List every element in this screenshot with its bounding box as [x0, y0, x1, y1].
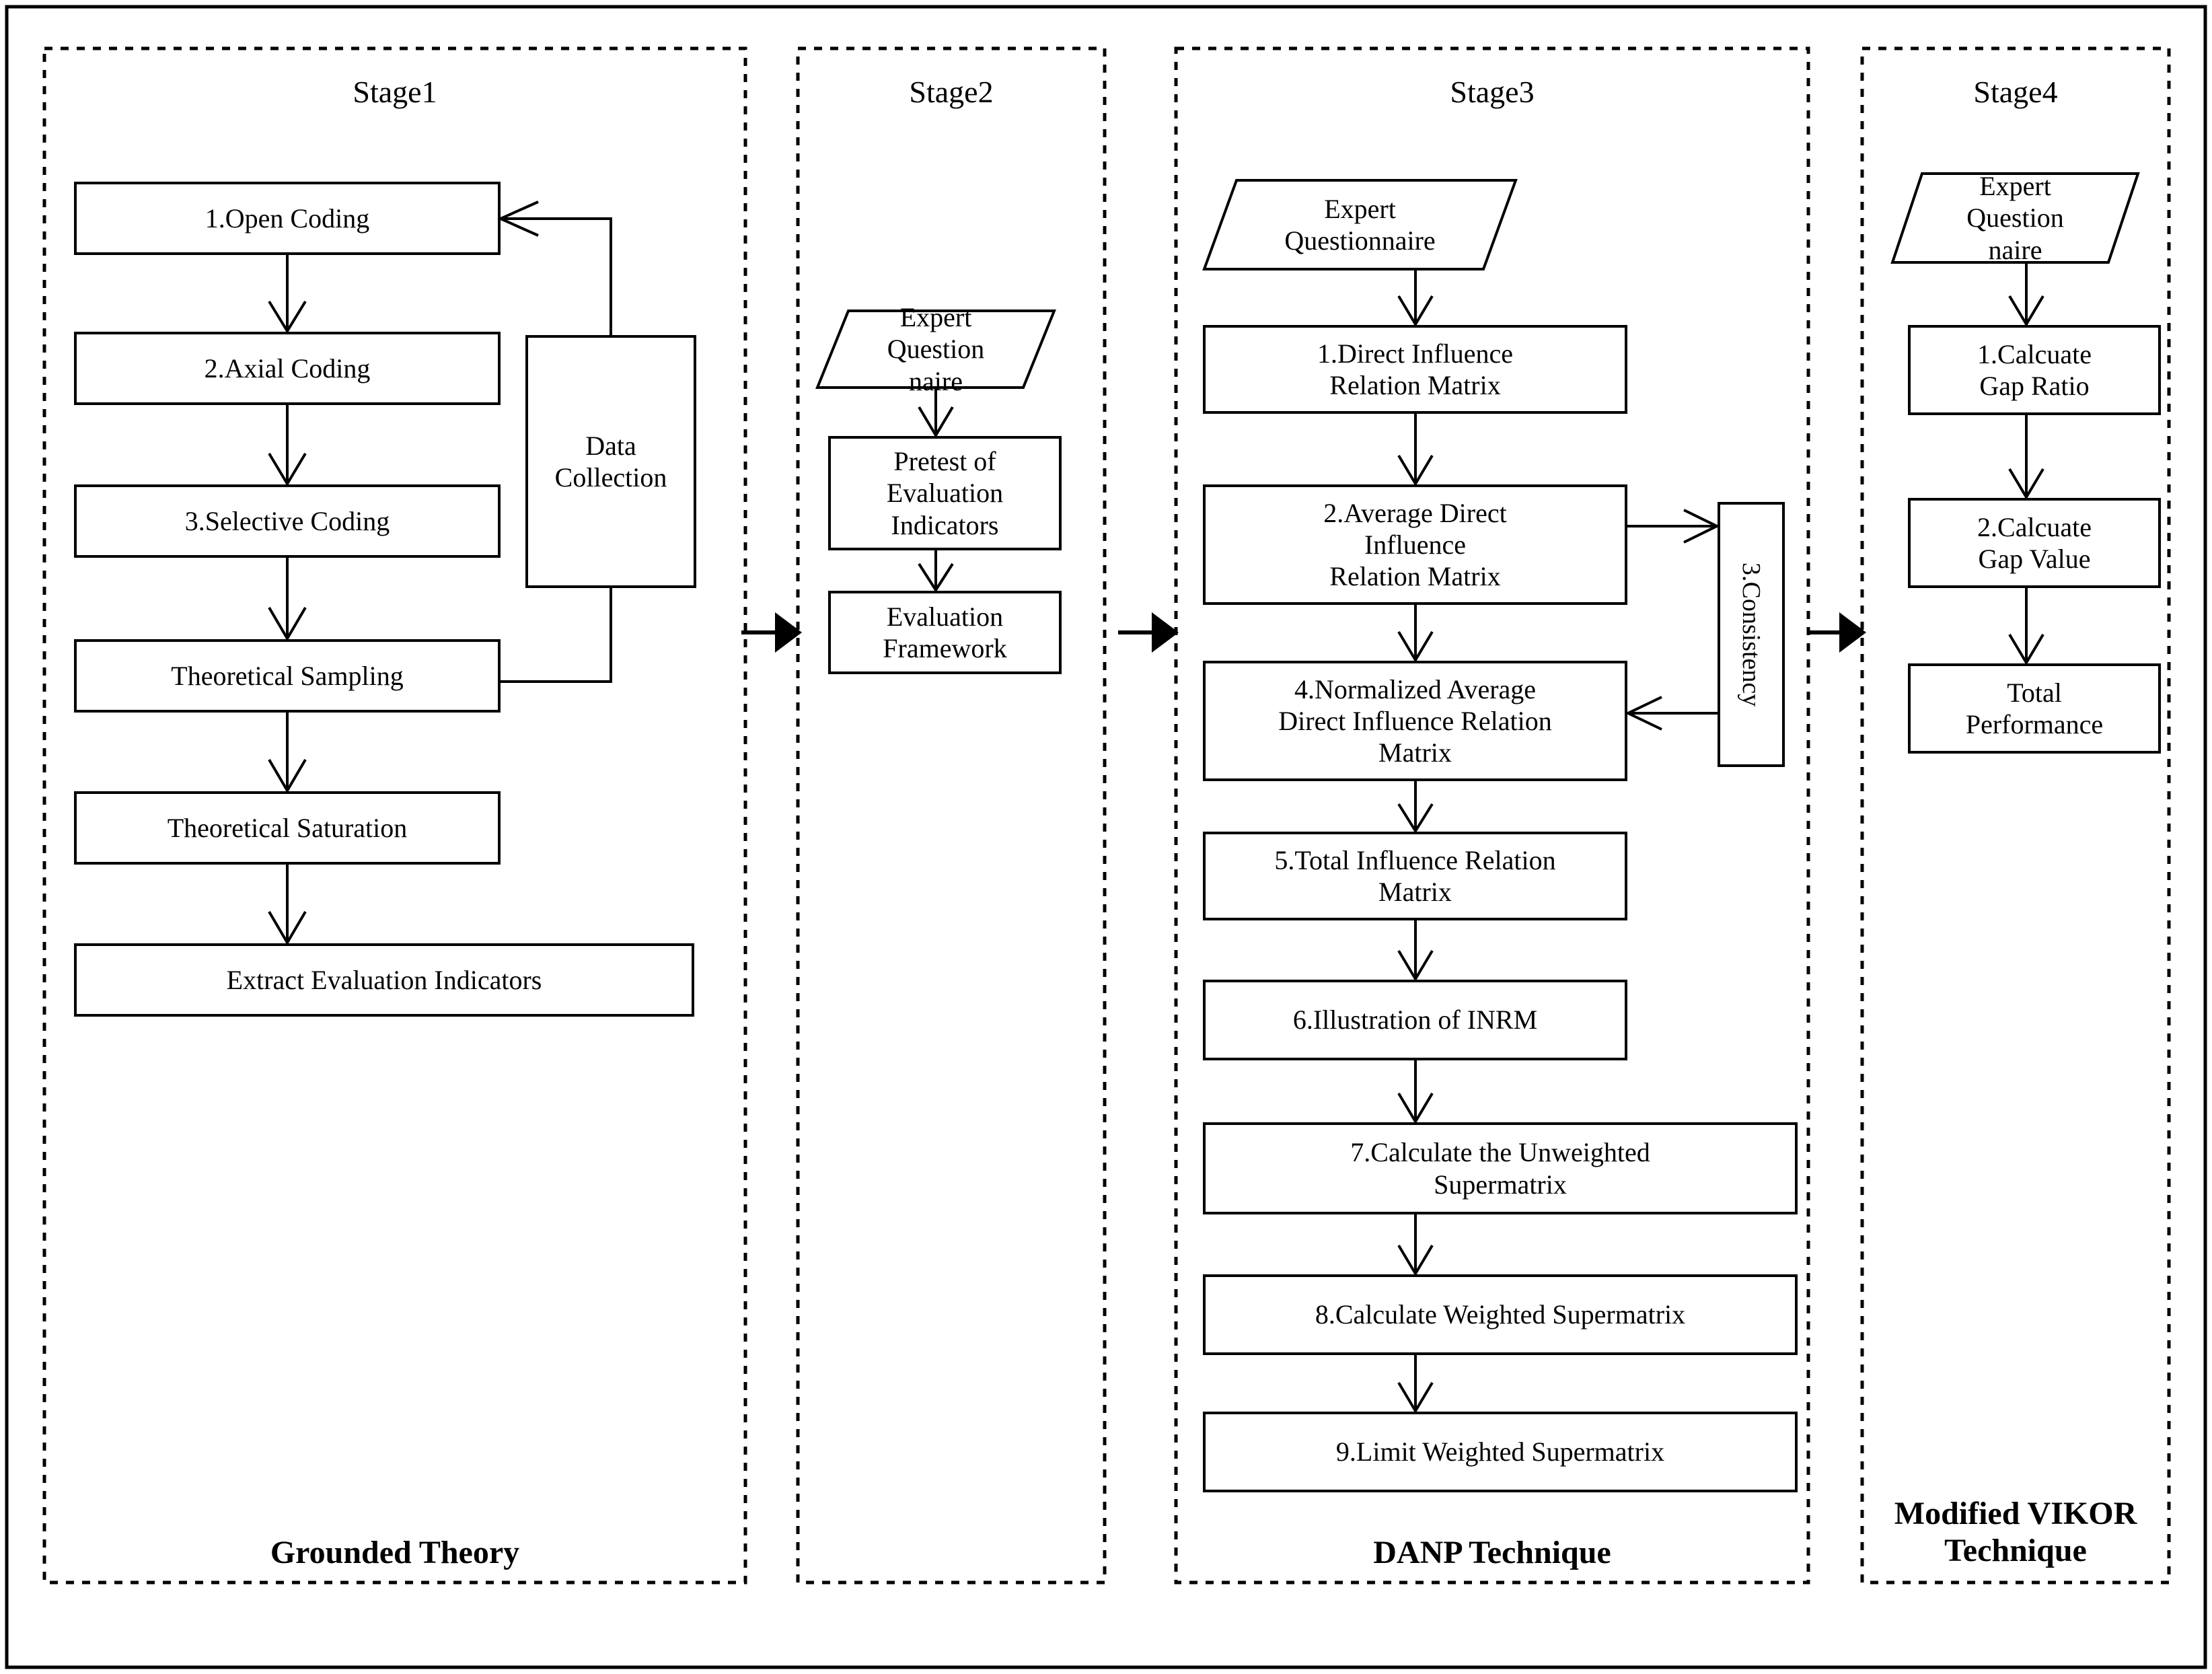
- node-s3n7: [1203, 1122, 1798, 1214]
- connector-s3n7-s3n8: [1397, 1213, 1434, 1276]
- connector-s4n2-s4n3: [2008, 587, 2044, 665]
- connector-s2n2-s2n3: [918, 549, 954, 593]
- connector-s3n6-s3n7: [1397, 1059, 1434, 1124]
- connector-s1n4-s1nd: [499, 587, 612, 683]
- stage4-footer: Modified VIKOR Technique: [1894, 1496, 2137, 1569]
- node-s2n1: [815, 310, 1056, 389]
- stage-arrow-1-2: [741, 612, 802, 653]
- stage1-frame: [42, 46, 747, 1585]
- node-s4n0: [1890, 172, 2140, 264]
- connector-s3n5-s3n6: [1397, 919, 1434, 982]
- node-s4n2: [1908, 498, 2161, 588]
- stage3-footer: DANP Technique: [1373, 1535, 1611, 1570]
- stage1-title: Stage1: [353, 75, 437, 109]
- connector-s3n8-s3n9: [1397, 1354, 1434, 1414]
- node-s4n1: [1908, 325, 2161, 415]
- node-s2n3: [828, 591, 1062, 674]
- node-s1n6: [74, 943, 694, 1017]
- connector-s1n2-s1n3: [268, 404, 307, 486]
- node-s2n2: [828, 436, 1062, 550]
- stage-arrow-3-4: [1810, 612, 1866, 653]
- connector-s1nd-s1n1: [497, 201, 612, 336]
- connector-s3n2-s3n4: [1397, 604, 1434, 663]
- stage1-footer: Grounded Theory: [270, 1535, 520, 1570]
- node-s3n9: [1203, 1412, 1798, 1492]
- stage-connector-arrows: [741, 612, 1866, 653]
- connector-s3n3-s3n4: [1625, 696, 1719, 731]
- connector-s2n1-s2n2: [918, 388, 954, 438]
- connector-s1n4-s1n5: [268, 711, 307, 793]
- stage2-title: Stage2: [909, 75, 994, 109]
- node-s3n3: [1718, 502, 1785, 767]
- node-s4n3: [1908, 663, 2161, 754]
- connector-s3n0-s3n1: [1397, 269, 1434, 327]
- connector-s1n3-s1n4: [268, 556, 307, 641]
- connector-s4n0-s4n1: [2008, 262, 2044, 327]
- connector-s3n4-s3n5: [1397, 780, 1434, 834]
- stage-arrow-2-3: [1118, 612, 1179, 653]
- node-label-consistency: 3.Consistency: [1737, 562, 1765, 707]
- connector-s1n5-s1n6: [268, 863, 307, 945]
- stage2-frame: [796, 46, 1107, 1585]
- node-s3n8: [1203, 1274, 1798, 1355]
- connector-s3n2-s3n3: [1626, 509, 1720, 544]
- stage3-title: Stage3: [1450, 75, 1535, 109]
- connector-s3n1-s3n2: [1397, 412, 1434, 486]
- stage4-frame: [1860, 46, 2171, 1585]
- connector-s1n1-s1n2: [268, 254, 307, 334]
- node-s3n0: [1202, 179, 1518, 270]
- outer-border: [5, 5, 2207, 1669]
- stage4-title: Stage4: [1973, 75, 2058, 109]
- connector-s4n1-s4n2: [2008, 414, 2044, 500]
